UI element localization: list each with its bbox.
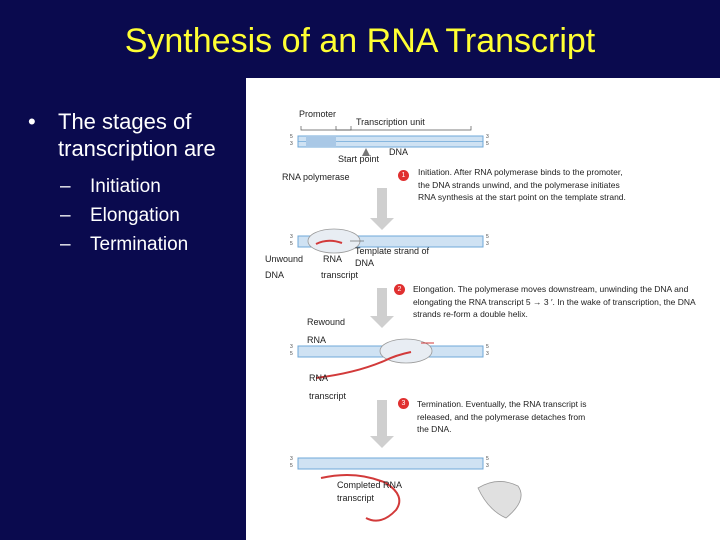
- bullet-list: • The stages of transcription are –Initi…: [28, 108, 238, 259]
- step-description-2: Elongation. The polymerase moves downstr…: [413, 284, 696, 319]
- sub-bullet-list: –Initiation –Elongation –Termination: [28, 172, 238, 259]
- label-rewound: Rewound: [307, 317, 346, 327]
- label-rna-1: RNA: [323, 254, 343, 264]
- bullet-dot: •: [28, 109, 36, 134]
- sub-bullet-initiation: –Initiation: [60, 176, 161, 197]
- step-number-1: 1: [398, 170, 409, 181]
- dna-elongation: [297, 338, 484, 379]
- step-number-3: 3: [398, 398, 409, 409]
- dna-termination: [297, 457, 522, 522]
- dna-initiation: [297, 228, 484, 254]
- label-transcription-unit: Transcription unit: [356, 117, 425, 127]
- rna-strand-2: [315, 351, 412, 379]
- label-template-dna: DNA: [355, 258, 375, 268]
- dna-initial: [297, 126, 484, 156]
- label-template-strand: Template strand of: [355, 246, 430, 256]
- slide-title: Synthesis of an RNA Transcript: [124, 22, 596, 60]
- label-start-point: Start point: [338, 154, 380, 164]
- sub-bullet-termination: –Termination: [60, 234, 189, 255]
- sub-bullet-elongation: –Elongation: [60, 205, 180, 226]
- label-rna-polymerase: RNA polymerase: [282, 172, 350, 182]
- step-arrow-3: [370, 436, 394, 448]
- transcription-diagram: [297, 126, 522, 522]
- transcription-unit-bracket: [335, 126, 472, 131]
- label-transcript-1: transcript: [321, 270, 359, 280]
- label-rna-rewound: RNA: [307, 335, 327, 345]
- step-number-2: 2: [394, 284, 405, 295]
- released-polymerase: [477, 481, 522, 519]
- label-dna-top: DNA: [389, 147, 409, 157]
- label-unwound: Unwound: [265, 254, 304, 264]
- label-transcript-2: transcript: [309, 391, 347, 401]
- promoter-bracket: [300, 126, 352, 131]
- label-completed-rna: Completed RNA: [337, 480, 403, 490]
- main-bullet-text: The stages of transcription are: [58, 109, 216, 161]
- rna-strand-1: [315, 239, 343, 245]
- start-point-arrow: [362, 148, 370, 156]
- step-arrow-2: [370, 316, 394, 328]
- main-bullet: • The stages of transcription are: [28, 108, 238, 162]
- label-rna-2: RNA: [309, 373, 329, 383]
- label-transcript-3: transcript: [337, 493, 375, 503]
- label-unwound-dna: DNA: [265, 270, 285, 280]
- label-promoter: Promoter: [299, 109, 337, 119]
- step-arrow-1: [370, 218, 394, 230]
- step-description-1: Initiation. After RNA polymerase binds t…: [418, 167, 626, 202]
- promoter-region: [306, 136, 336, 147]
- completed-rna-strand: [320, 474, 401, 522]
- step-description-3: Termination. Eventually, the RNA transcr…: [417, 399, 587, 434]
